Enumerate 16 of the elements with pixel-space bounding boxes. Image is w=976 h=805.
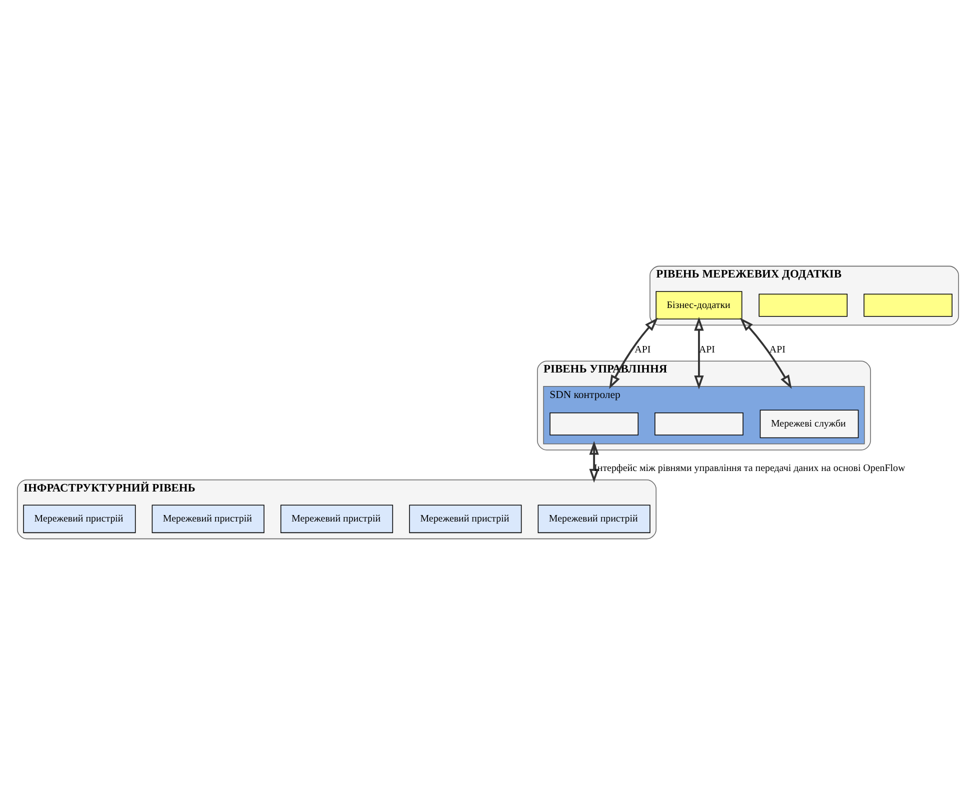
arrow: [589, 440, 599, 483]
edge-label: API: [769, 344, 786, 356]
edge-label: API: [634, 344, 651, 356]
node-box: Мережевий пристрій: [152, 504, 264, 534]
node-box: [654, 412, 744, 436]
arrow: [740, 318, 792, 389]
arrow: [694, 316, 704, 390]
node-box: [550, 412, 638, 436]
node-box: [864, 294, 952, 317]
node-box: Мережевий пристрій: [538, 504, 650, 534]
node-box: Мережевий пристрій: [280, 504, 394, 534]
node-box: Мережеві служби: [760, 410, 859, 438]
node-box: [758, 294, 848, 317]
node-box: Мережевий пристрій: [409, 504, 522, 534]
node-box: Мережевий пристрій: [23, 504, 136, 534]
node-box: Бізнес-додатки: [656, 291, 742, 320]
